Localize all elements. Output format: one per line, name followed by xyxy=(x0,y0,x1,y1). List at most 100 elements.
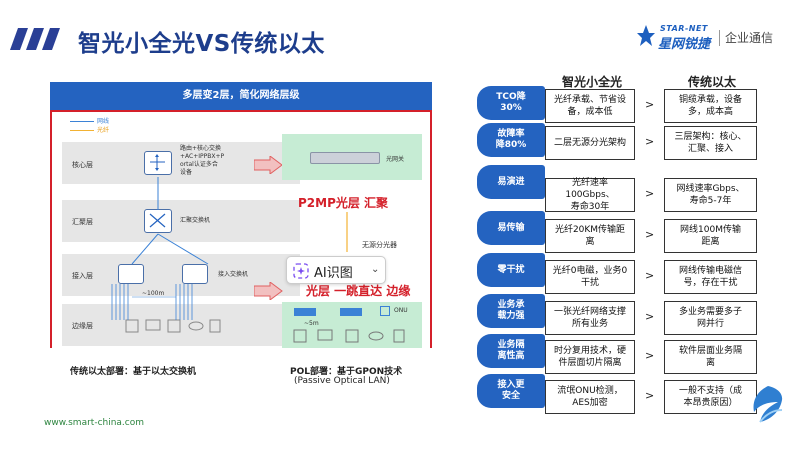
panel-right-red-border xyxy=(430,112,432,348)
layer-edge: 边缘层 xyxy=(62,304,300,346)
ethernet-distance: ~100m xyxy=(142,290,165,297)
core-router-icon xyxy=(144,151,172,175)
caption-ethernet-deployment: 传统以太部署：基于以太交换机 xyxy=(70,367,197,377)
row-allfiber-cell: 光纤速率100Gbps、寿命30年 xyxy=(545,178,635,212)
legacy-network-links xyxy=(111,177,209,320)
greater-than-symbol: > xyxy=(645,349,655,362)
row-ethernet-cell: 多业务需要多子网并行 xyxy=(664,301,757,335)
layer-aggregation: 汇聚层 汇聚交换机 xyxy=(62,200,300,242)
edge-devices-icon xyxy=(125,319,221,333)
layer-edge-label: 边缘层 xyxy=(72,322,93,330)
row-tag: 易传输 xyxy=(477,211,545,245)
access-description: 接入交换机 xyxy=(218,271,249,278)
layer-access-label: 接入层 xyxy=(72,272,93,280)
column-header-ethernet: 传统以太 xyxy=(687,75,736,89)
pol-edge-devices-icon xyxy=(293,329,405,343)
row-allfiber-cell: 二层无源分光架构 xyxy=(545,126,635,160)
switch-cross-icon xyxy=(149,213,166,228)
legend-ethernet-swatch xyxy=(70,121,94,122)
corner-brand-logo-icon xyxy=(753,386,783,423)
banner-red-underline xyxy=(50,110,432,112)
website-url: www.smart-china.com xyxy=(44,418,145,428)
onu-device-2-icon xyxy=(340,308,362,316)
greater-than-symbol: > xyxy=(645,135,655,148)
greater-than-symbol: > xyxy=(645,187,655,200)
p2mp-caption: P2MP光层 汇聚 xyxy=(298,196,389,210)
row-tag: 业务承载力强 xyxy=(477,294,545,328)
layer-core: 核心层 路由+核心交换 +AC+IPPBX+P ortal认证多合 设备 xyxy=(62,142,300,184)
row-ethernet-cell: 一般不支持（成本昂贵原因） xyxy=(664,380,757,414)
legend-fiber-label: 光纤 xyxy=(97,127,110,134)
row-tag: 易演进 xyxy=(477,165,545,199)
row-tag: 故障率降80% xyxy=(477,123,545,157)
aggregation-switch-icon xyxy=(144,209,172,233)
ai-button-label: AI识图 xyxy=(314,266,353,281)
aggregation-description: 汇聚交换机 xyxy=(180,217,211,224)
ai-image-recognition-button[interactable]: AI识图 ⌄ xyxy=(286,256,386,284)
row-tag: 零干扰 xyxy=(477,253,545,287)
row-ethernet-cell: 软件层面业务隔离 xyxy=(664,340,757,374)
star-net-logo: STAR-NET 星网锐捷 企业通信 xyxy=(636,24,786,52)
olt-label: 光网关 xyxy=(386,156,405,163)
onu-device-1-icon xyxy=(294,308,316,316)
row-tag: 业务隔离性高 xyxy=(477,334,545,368)
fiber-link xyxy=(346,212,348,252)
row-allfiber-cell: 流氓ONU检测，AES加密 xyxy=(545,380,635,414)
router-icon xyxy=(150,154,165,171)
arrow-right-icon-2 xyxy=(254,282,283,300)
row-allfiber-cell: 光纤承载、节省设备，成本低 xyxy=(545,89,635,123)
legend-ethernet-label: 网线 xyxy=(97,118,110,125)
logo-chinese: 星网锐捷 xyxy=(658,37,711,52)
one-hop-caption: 光层 一跳直达 边缘 xyxy=(306,284,411,298)
splitter-label: 无源分光器 xyxy=(362,241,397,249)
caption-pol-fullname: (Passive Optical LAN) xyxy=(294,376,390,386)
row-ethernet-cell: 三层架构：核心、汇聚、接入 xyxy=(664,126,757,160)
title-stripes-decoration xyxy=(10,28,60,50)
chevron-down-icon: ⌄ xyxy=(371,264,380,275)
row-ethernet-cell: 铜缆承载，设备多，成本高 xyxy=(664,89,757,123)
core-desc-line-3: ortal认证多合 xyxy=(180,161,218,168)
core-desc-line-4: 设备 xyxy=(180,169,193,176)
greater-than-symbol: > xyxy=(645,98,655,111)
legend-ethernet: 网线 xyxy=(70,116,109,125)
page-title: 智光小全光VS传统以太 xyxy=(78,31,325,57)
arrow-right-icon xyxy=(254,156,283,174)
core-desc-line-2: +AC+IPPBX+P xyxy=(180,153,225,160)
panel-left-red-border xyxy=(50,112,52,348)
ai-sparkle-icon xyxy=(293,263,309,279)
logo-subtitle: 企业通信 xyxy=(725,31,774,45)
network-diagram-panel: 多层变2层，简化网络层级 网线 光纤 核心层 路由+核心交换 +AC+IPPBX… xyxy=(50,82,432,392)
layer-core-label: 核心层 xyxy=(72,161,93,169)
layer-aggregation-label: 汇聚层 xyxy=(72,218,93,226)
row-allfiber-cell: 时分复用技术，硬件层面切片隔离 xyxy=(545,340,635,374)
access-switch-1-icon xyxy=(118,264,144,284)
greater-than-symbol: > xyxy=(645,310,655,323)
greater-than-symbol: > xyxy=(645,389,655,402)
onu-distance: ~5m xyxy=(304,320,319,327)
row-allfiber-cell: 光纤20KM传输距离 xyxy=(545,219,635,253)
row-tag: 接入更安全 xyxy=(477,374,545,408)
diagram-banner: 多层变2层，简化网络层级 xyxy=(50,82,432,110)
legend-fiber-swatch xyxy=(70,130,94,131)
legend-fiber: 光纤 xyxy=(70,125,109,134)
row-ethernet-cell: 网线速率Gbps、寿命5-7年 xyxy=(664,178,757,212)
core-description: 路由+核心交换 +AC+IPPBX+P ortal认证多合 设备 xyxy=(180,145,224,177)
onu-label: ONU xyxy=(394,307,408,314)
onu-device-3-icon xyxy=(380,306,390,316)
greater-than-symbol: > xyxy=(645,269,655,282)
row-ethernet-cell: 网线传输电磁信号，存在干扰 xyxy=(664,260,757,294)
access-switch-2-icon xyxy=(182,264,208,284)
row-allfiber-cell: 一张光纤网络支撑所有业务 xyxy=(545,301,635,335)
caption-pol-deployment: POL部署：基于GPON技术 xyxy=(290,367,403,377)
column-header-allfiber: 智光小全光 xyxy=(561,75,622,89)
greater-than-symbol: > xyxy=(645,228,655,241)
star-logo-icon xyxy=(637,25,655,46)
olt-device-icon xyxy=(310,152,380,164)
logo-separator xyxy=(719,30,720,46)
pol-onu-area: ONU ~5m xyxy=(282,302,422,348)
row-ethernet-cell: 网线100M传输距离 xyxy=(664,219,757,253)
core-desc-line-1: 路由+核心交换 xyxy=(180,145,222,152)
pol-olt-area: 光网关 xyxy=(282,134,422,180)
